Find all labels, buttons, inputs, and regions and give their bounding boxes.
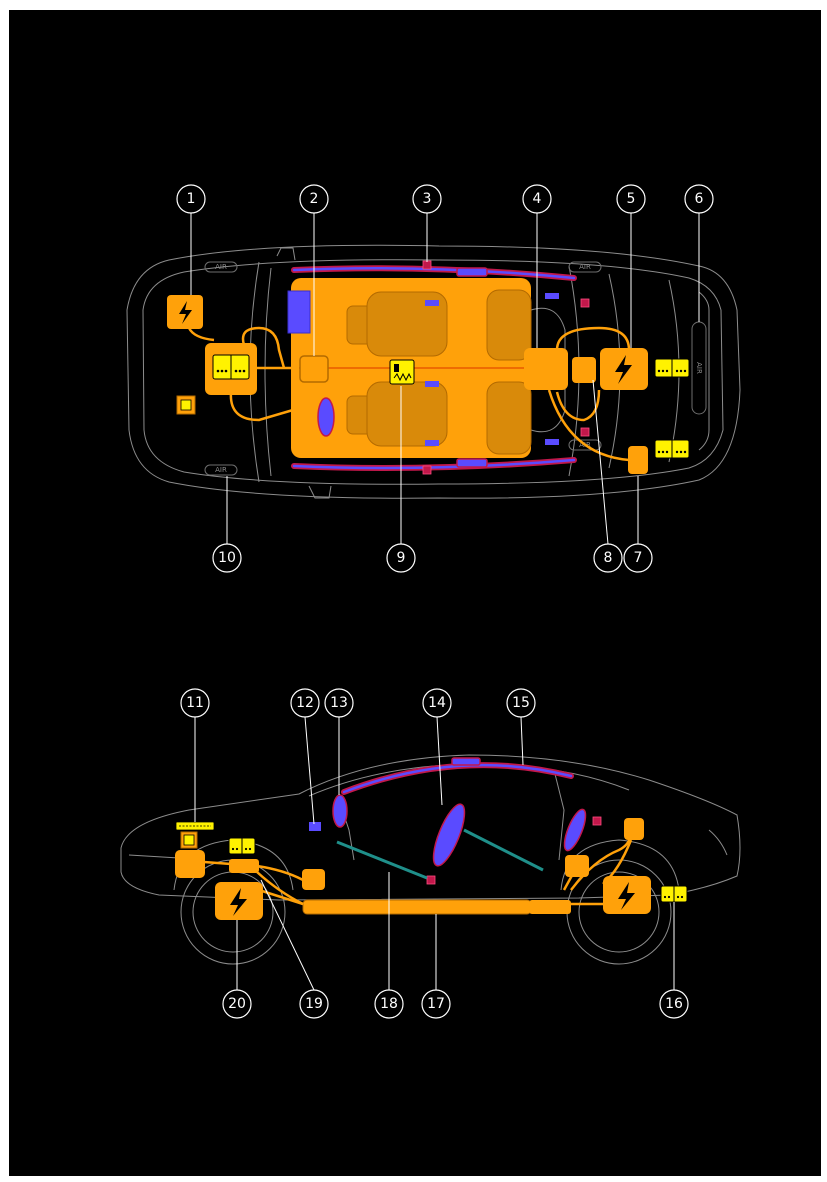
charging-port-unit <box>628 446 648 474</box>
side-airbag <box>545 293 559 299</box>
callout-number: 14 <box>428 695 446 711</box>
callout-number: 10 <box>218 550 236 566</box>
air-label: AIR <box>695 362 703 374</box>
callout-number: 5 <box>627 191 636 207</box>
callout-5: 5 <box>617 185 645 213</box>
pretensioner-icon <box>581 428 589 436</box>
rear-side-airbag <box>560 807 589 853</box>
12v-battery <box>177 396 195 414</box>
side-view <box>121 717 740 990</box>
air-label: AIR <box>215 263 227 271</box>
callout-2: 2 <box>300 185 328 213</box>
pretensioner-icon <box>593 817 601 825</box>
callout-number: 8 <box>604 550 613 566</box>
callout-number: 15 <box>512 695 530 711</box>
rescue-sheet: AIR AIR AIR AIR AIR <box>9 10 821 1176</box>
pretensioner-icon <box>427 876 435 884</box>
12v-battery-side <box>181 832 197 848</box>
callout-8: 8 <box>594 544 622 572</box>
callout-number: 12 <box>296 695 314 711</box>
rear-hv-connector-side <box>529 900 571 914</box>
hv-battery-side <box>303 900 531 914</box>
callout-number: 18 <box>380 996 398 1012</box>
callout-number: 3 <box>423 191 432 207</box>
onboard-charger <box>572 357 596 383</box>
callout-12: 12 <box>291 689 319 717</box>
callout-number: 19 <box>305 996 323 1012</box>
charging-unit-side <box>302 869 325 890</box>
dc-dc-converter-side <box>229 859 259 873</box>
callout-3: 3 <box>413 185 441 213</box>
gas-generator-icon <box>457 459 487 467</box>
callout-14: 14 <box>423 689 451 717</box>
gas-generator-icon <box>452 758 480 765</box>
front-side-airbag <box>333 795 347 827</box>
pretensioner-icon <box>581 299 589 307</box>
seat <box>487 290 531 360</box>
charging-port-side <box>624 818 644 840</box>
callout-4: 4 <box>523 185 551 213</box>
front-power-electronics-side <box>175 850 205 878</box>
callout-7: 7 <box>624 544 652 572</box>
callout-number: 6 <box>695 191 704 207</box>
side-airbag <box>425 440 439 446</box>
seat-side-airbag <box>427 801 470 870</box>
fuse-box-icon <box>661 886 687 902</box>
rear-power-electronics <box>524 348 568 390</box>
fuse-box-icon <box>213 355 249 379</box>
seat <box>487 382 531 454</box>
callout-number: 1 <box>187 191 196 207</box>
air-label: AIR <box>579 263 591 271</box>
ecu-icon <box>390 360 414 384</box>
side-airbag <box>545 439 559 445</box>
curtain-airbag-side <box>344 758 571 792</box>
passenger-front-airbag <box>318 398 334 436</box>
vehicle-diagram: AIR AIR AIR AIR AIR <box>9 10 821 1176</box>
top-view: AIR AIR AIR AIR AIR <box>127 213 740 544</box>
reinforcement-bar <box>337 842 427 878</box>
callout-number: 4 <box>533 191 542 207</box>
seat <box>367 382 447 446</box>
air-label: AIR <box>215 466 227 474</box>
knee-airbag <box>288 291 310 333</box>
callout-20: 20 <box>223 990 251 1018</box>
rear-hv-components <box>524 328 689 474</box>
fuse-box-icon <box>655 440 689 458</box>
fuse-box-icon <box>655 359 689 377</box>
cable-warning-label <box>176 822 214 830</box>
dc-dc-converter <box>300 356 328 382</box>
fuse-box-icon <box>229 838 255 854</box>
callout-number: 20 <box>228 996 246 1012</box>
side-airbag <box>425 300 439 306</box>
callout-number: 13 <box>330 695 348 711</box>
callout-13: 13 <box>325 689 353 717</box>
callout-number: 2 <box>310 191 319 207</box>
callout-number: 17 <box>427 996 445 1012</box>
side-airbag <box>425 381 439 387</box>
callout-number: 9 <box>397 550 406 566</box>
callout-9: 9 <box>387 544 415 572</box>
callout-15: 15 <box>507 689 535 717</box>
callout-18: 18 <box>375 990 403 1018</box>
car-outline-side <box>121 755 740 964</box>
callout-number: 11 <box>186 695 204 711</box>
reinforcement-bar <box>464 830 543 870</box>
gas-generator-icon <box>457 268 487 276</box>
callout-11: 11 <box>181 689 209 717</box>
callout-17: 17 <box>422 990 450 1018</box>
side-airbag-unit <box>309 822 321 831</box>
callout-19: 19 <box>300 990 328 1018</box>
callout-1: 1 <box>177 185 205 213</box>
callout-10: 10 <box>213 544 241 572</box>
pretensioner-icon <box>423 261 431 269</box>
callout-16: 16 <box>660 990 688 1018</box>
pretensioner-icon <box>423 466 431 474</box>
callout-number: 16 <box>665 996 683 1012</box>
callout-6: 6 <box>685 185 713 213</box>
callout-number: 7 <box>634 550 643 566</box>
rear-hv-component-side <box>565 855 589 877</box>
